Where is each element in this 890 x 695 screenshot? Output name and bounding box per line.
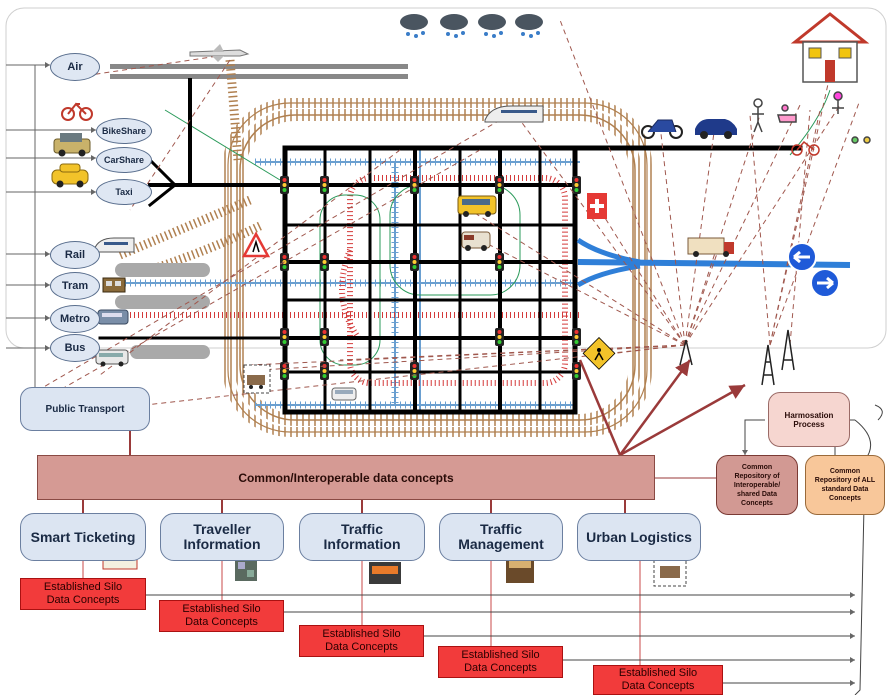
plane-icon: [189, 44, 250, 62]
established-silo-box: Established Silo Data Concepts: [438, 646, 563, 678]
bus-icon: [457, 195, 497, 217]
hospital-icon: [587, 193, 607, 219]
data-arrows: [578, 359, 746, 457]
car-icon: [53, 133, 91, 157]
silo-stems: [82, 560, 641, 665]
map-frame: [5, 7, 887, 349]
domain-thumbnails: [102, 546, 687, 587]
mode-tram: Tram: [50, 272, 100, 300]
harmonisation-line1: Harmosation: [784, 410, 834, 420]
harmonisation-loop: [742, 404, 883, 695]
repo-interop-line5: Concepts: [741, 499, 773, 507]
repo-interop-line4: shared Data: [736, 490, 778, 498]
domain-title-line1: Urban Logistics: [586, 528, 692, 545]
repo-all-line4: Concepts: [829, 495, 861, 502]
silo-line2: Data Concepts: [621, 680, 695, 692]
repo-all-line1: Common: [829, 468, 861, 475]
mode-taxi: Taxi: [96, 179, 152, 205]
antenna-icon: [679, 329, 795, 386]
traffic-lights: [280, 176, 581, 380]
established-silo-box: Established Silo Data Concepts: [159, 600, 284, 632]
domain-title-line1: Traveller: [193, 521, 251, 537]
established-silo-box: Established Silo Data Concepts: [593, 665, 723, 695]
van-icon: [461, 231, 491, 251]
domain-smart-ticketing: Smart Ticketing: [20, 513, 146, 561]
domain-urban-logistics: Urban Logistics: [577, 513, 701, 561]
taxi-icon: [51, 163, 89, 188]
silo-line1: Established Silo: [461, 649, 540, 661]
repo-all-line2: Repository of ALL: [814, 477, 876, 484]
domain-connectors: [82, 430, 720, 513]
bus-icon: [331, 387, 357, 401]
metro-tracks: [110, 175, 580, 386]
silo-line2: Data Concepts: [46, 594, 120, 606]
mode-rail: Rail: [50, 241, 100, 269]
repo-interop-line2: Repository of: [734, 472, 780, 480]
bus-icon: [95, 349, 129, 367]
train-icon: [93, 237, 135, 253]
mode-air: Air: [50, 53, 100, 81]
silo-line1: Established Silo: [322, 628, 401, 640]
repository-interoperable-box: Common Repository of Interoperable/ shar…: [716, 455, 798, 515]
domain-traveller-information: Traveller Information: [160, 513, 284, 561]
repository-all-box: Common Repository of ALL standard Data C…: [805, 455, 885, 515]
mode-bikeshare: BikeShare: [96, 118, 152, 144]
domain-title-line1: Smart Ticketing: [30, 528, 136, 545]
silo-line1: Established Silo: [43, 581, 123, 593]
motorbike-icon: [641, 119, 683, 139]
rail-loop: [223, 98, 652, 437]
train-icon: [484, 105, 544, 123]
pedestrian-icon: [752, 91, 871, 144]
tram-icon: [102, 277, 126, 293]
domain-title-line1: Traffic: [340, 521, 383, 537]
silo-line1: Established Silo: [618, 667, 698, 679]
silo-output-arrows: [145, 592, 855, 686]
established-silo-box: Established Silo Data Concepts: [299, 625, 424, 657]
repo-interop-line1: Common: [741, 463, 773, 471]
delivery-van-icon: [243, 364, 271, 394]
silo-line2: Data Concepts: [185, 616, 258, 628]
silo-line1: Established Silo: [182, 603, 261, 615]
rain-clouds: [400, 14, 543, 38]
repo-interop-line3: Interoperable/: [733, 481, 781, 489]
domain-title-line2: Information: [183, 536, 261, 552]
harmonisation-line2: Process: [793, 419, 825, 429]
bicycle-icon: [791, 140, 820, 156]
info-flow-lines: [29, 19, 861, 411]
mode-carshare: CarShare: [96, 147, 152, 173]
established-silo-box: Established Silo Data Concepts: [20, 578, 146, 610]
runway: [110, 64, 408, 79]
domain-title-line1: Traffic: [479, 521, 522, 537]
one-way-sign-icon: [787, 242, 840, 298]
common-interoperable-data-concepts: Common/Interoperable data concepts: [37, 455, 655, 500]
truck-icon: [687, 237, 734, 257]
mode-metro: Metro: [50, 305, 100, 333]
domain-title-line2: Information: [323, 536, 401, 552]
metro-icon: [97, 309, 129, 325]
warning-sign-icon: [241, 231, 271, 258]
harmonisation-process-box: Harmosation Process: [768, 392, 850, 447]
house-icon: [790, 12, 870, 83]
repo-all-line3: standard Data: [821, 486, 869, 493]
warning-sign-icon: [582, 337, 616, 370]
domain-traffic-management: Traffic Management: [439, 513, 563, 561]
domain-traffic-information: Traffic Information: [299, 513, 425, 561]
public-transport-box: Public Transport: [20, 387, 150, 431]
silo-line2: Data Concepts: [325, 641, 398, 653]
silo-line2: Data Concepts: [464, 662, 537, 674]
mode-bus: Bus: [50, 334, 100, 362]
platforms: [115, 263, 210, 359]
domain-title-line2: Management: [458, 536, 544, 552]
bicycle-icon: [61, 102, 93, 121]
car-icon: [695, 119, 737, 139]
